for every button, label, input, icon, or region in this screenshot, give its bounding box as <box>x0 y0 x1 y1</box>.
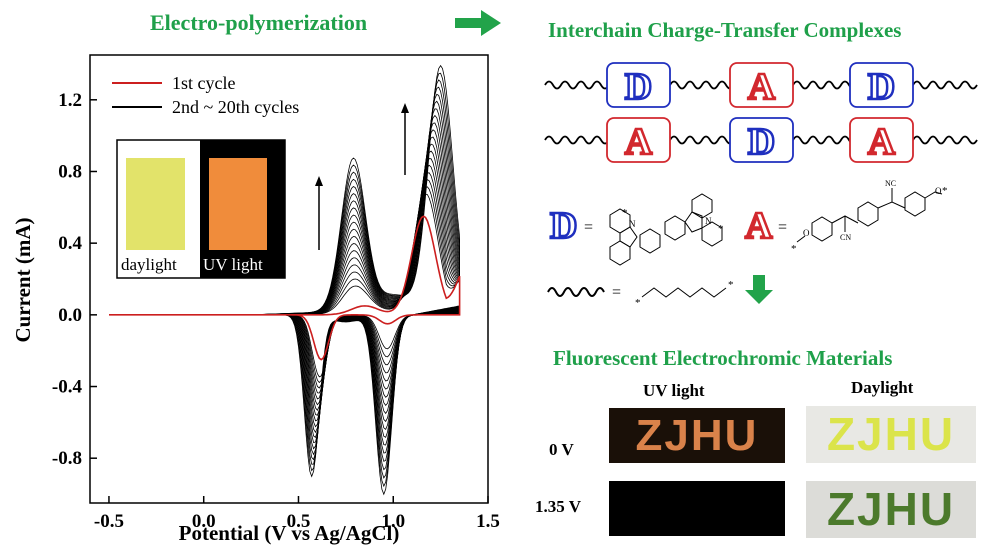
x-tick-label: 1.5 <box>476 511 500 532</box>
acceptor-equals: = <box>778 219 787 236</box>
linker-wave <box>792 135 858 145</box>
acceptor-symbol: A <box>745 205 773 247</box>
title-charge-transfer: Interchain Charge-Transfer Complexes <box>548 18 902 42</box>
right-arrow-icon <box>455 10 501 36</box>
first-cycle-curve <box>109 215 461 361</box>
column-label-uv: UV light <box>643 381 705 400</box>
sample-day-0v: ZJHU <box>806 406 976 463</box>
sample-uv-135v <box>609 481 785 536</box>
acceptor-box <box>849 117 914 163</box>
inset-label-daylight: daylight <box>121 255 177 274</box>
donor-label: D <box>868 66 895 108</box>
axis-ticks: -0.5 0.0 0.5 1.0 1.5 -0.8 -0.4 0.0 0.4 0.8 1.2 <box>52 90 500 532</box>
donor-box <box>849 62 914 108</box>
donor-symbol: D <box>550 205 577 247</box>
row-label-0v: 0 V <box>549 440 574 459</box>
svg-text:N: N <box>705 216 712 226</box>
down-arrow-icon <box>745 275 773 304</box>
svg-text:O: O <box>935 186 942 196</box>
inset-label-uv: UV light <box>203 255 263 274</box>
cv-chart: -0.5 0.0 0.5 1.0 1.5 -0.8 -0.4 0.0 0.4 0.8 1.2 Pot… <box>11 54 500 545</box>
film-uv <box>209 158 267 250</box>
svg-text:*: * <box>622 207 628 219</box>
plot-frame <box>89 54 489 504</box>
acceptor-box <box>606 117 671 163</box>
donor-box <box>606 62 671 108</box>
sample-day-135v: ZJHU <box>806 481 976 538</box>
film-daylight <box>126 158 185 250</box>
donor-label: D <box>748 121 775 163</box>
svg-text:CN: CN <box>840 233 851 242</box>
donor-label: D <box>625 66 652 108</box>
y-tick-label: 1.2 <box>58 90 82 111</box>
x-axis-label: Potential (V vs Ag/AgCl) <box>179 521 400 545</box>
x-tick-label: 0.5 <box>287 511 311 532</box>
svg-text:NC: NC <box>885 180 896 188</box>
y-tick-label: 0.4 <box>58 233 82 254</box>
svg-text:*: * <box>728 279 734 291</box>
linker-wave <box>912 80 978 90</box>
column-label-daylight: Daylight <box>851 378 914 397</box>
y-axis-label: Current (mA) <box>11 217 35 342</box>
legend-label-other-cycles: 2nd ~ 20th cycles <box>172 97 299 117</box>
structure-definitions: D = N * N * A = * O CN NC O * = * * <box>547 180 948 309</box>
linker-wave-icon <box>547 287 605 297</box>
donor-structure-icon <box>609 193 723 266</box>
linker-wave <box>544 135 610 145</box>
donor-box <box>729 117 794 163</box>
linker-wave <box>544 80 610 90</box>
linker-structure-icon <box>641 287 727 298</box>
svg-text:*: * <box>635 297 641 309</box>
linker-wave <box>669 135 735 145</box>
linker-wave <box>912 135 978 145</box>
y-tick-label: 0.0 <box>58 305 82 326</box>
svg-text:*: * <box>942 185 948 197</box>
linker-equals: = <box>612 284 621 301</box>
cv-curves <box>109 64 461 496</box>
title-fluorescent-materials: Fluorescent Electrochromic Materials <box>553 346 893 370</box>
y-tick-label: -0.8 <box>52 448 82 469</box>
acceptor-structure-icon <box>796 188 943 243</box>
acceptor-label: A <box>748 66 776 108</box>
donor-equals: = <box>584 219 593 236</box>
svg-text:*: * <box>791 243 797 255</box>
x-tick-label: -0.5 <box>94 511 124 532</box>
inset-photos: daylight UV light <box>116 139 286 279</box>
sample-uv-0v: ZJHU <box>609 408 785 463</box>
title-electro-polymerization: Electro-polymerization <box>150 10 368 35</box>
y-tick-label: 0.8 <box>58 161 82 182</box>
svg-text:N: N <box>629 219 636 229</box>
y-tick-label: -0.4 <box>52 377 83 398</box>
x-tick-label: 0.0 <box>192 511 216 532</box>
acceptor-box <box>729 62 794 108</box>
acceptor-label: A <box>625 121 653 163</box>
x-tick-label: 1.0 <box>381 511 405 532</box>
row-label-135v: 1.35 V <box>535 497 581 516</box>
acceptor-label: A <box>868 121 896 163</box>
linker-wave <box>669 80 735 90</box>
legend-label-first-cycle: 1st cycle <box>172 73 235 93</box>
linker-wave <box>792 80 858 90</box>
svg-text:O: O <box>803 228 810 238</box>
svg-text:*: * <box>718 223 724 235</box>
